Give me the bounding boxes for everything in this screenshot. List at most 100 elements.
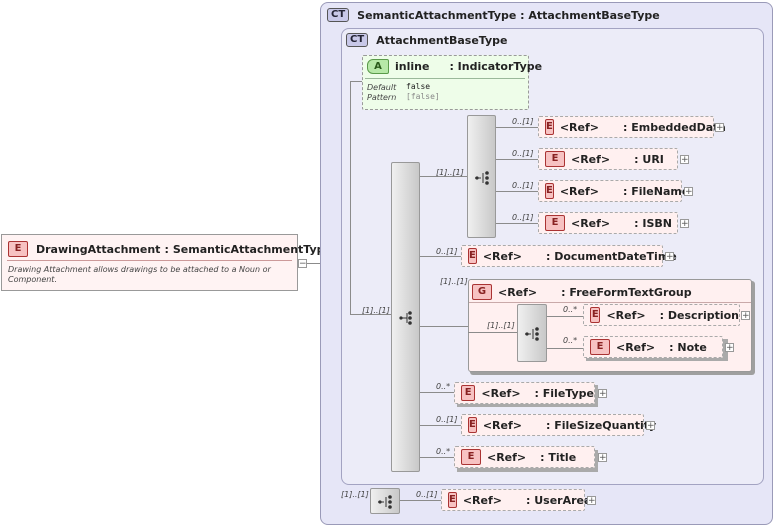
connector-line xyxy=(496,191,538,192)
element-badge: E xyxy=(468,417,477,433)
element-name: : Title xyxy=(540,450,577,464)
group-badge: G xyxy=(472,284,492,300)
element-badge: E xyxy=(590,307,601,323)
element-description[interactable]: E <Ref> : Description xyxy=(583,304,740,326)
expand-toggle[interactable]: + xyxy=(725,343,734,353)
connector-line xyxy=(496,127,538,128)
choice-compositor[interactable] xyxy=(467,115,496,238)
cardinality-label: 0..[1] xyxy=(512,149,534,158)
attribute-box[interactable]: A inline : IndicatorType Default false P… xyxy=(362,55,542,110)
element-name: : FileName xyxy=(623,184,690,198)
attribute-badge: A xyxy=(367,59,389,74)
element-filesizequantity[interactable]: E <Ref> : FileSizeQuantity xyxy=(461,414,656,436)
choice-icon xyxy=(475,171,489,185)
element-userarea[interactable]: E <Ref> : UserArea xyxy=(441,489,591,511)
element-badge: E xyxy=(461,385,476,401)
element-title[interactable]: E <Ref> : Title xyxy=(454,446,595,468)
element-badge: E xyxy=(545,119,554,135)
group-name: : FreeFormTextGroup xyxy=(561,285,692,299)
element-embeddeddata[interactable]: E <Ref> : EmbeddedData xyxy=(538,116,726,138)
expand-toggle[interactable]: + xyxy=(715,123,724,133)
attribute-default-label: Default xyxy=(367,83,397,92)
expand-toggle[interactable]: + xyxy=(598,453,607,463)
element-name: : FileSizeQuantity xyxy=(546,418,657,432)
element-badge: E xyxy=(545,215,565,231)
connector-line xyxy=(496,223,538,224)
expand-toggle[interactable]: + xyxy=(598,389,607,399)
cardinality-label: [1]..[1] xyxy=(436,168,464,177)
outer-sequence-compositor[interactable] xyxy=(370,488,400,514)
cardinality-label: 0..* xyxy=(563,305,578,314)
ref-label: <Ref> xyxy=(616,340,656,354)
connector-line xyxy=(420,326,468,327)
outer-type-title: SemanticAttachmentType : AttachmentBaseT… xyxy=(357,8,660,22)
element-name: : Note xyxy=(669,340,707,354)
ref-label: <Ref> xyxy=(462,493,502,507)
connector-line xyxy=(350,81,362,82)
ref-label: <Ref> xyxy=(606,308,646,322)
collapse-toggle[interactable]: − xyxy=(298,259,307,269)
ref-label: <Ref> xyxy=(481,386,521,400)
ref-label: <Ref> xyxy=(482,418,522,432)
complex-type-badge: CT xyxy=(327,8,350,22)
attribute-default-value: false xyxy=(406,82,431,91)
inner-type-title: AttachmentBaseType xyxy=(376,33,508,47)
expand-toggle[interactable]: + xyxy=(741,311,750,321)
element-badge: E xyxy=(545,151,565,167)
ref-label: <Ref> xyxy=(571,152,611,166)
connector-line xyxy=(420,457,454,458)
element-badge: E xyxy=(448,492,457,508)
cardinality-label: 0..[1] xyxy=(512,213,534,222)
root-element-type: SemanticAttachmentType xyxy=(172,242,333,256)
cardinality-label: 0..[1] xyxy=(512,117,534,126)
attribute-type: : IndicatorType xyxy=(449,60,543,73)
cardinality-label: 0..[1] xyxy=(436,247,458,256)
cardinality-label: [1]..[1] xyxy=(440,277,468,286)
expand-toggle[interactable]: + xyxy=(665,252,674,262)
element-documentdatetime[interactable]: E <Ref> : DocumentDateTime xyxy=(461,245,677,267)
expand-toggle[interactable]: + xyxy=(684,187,693,197)
cardinality-label: [1]..[1] xyxy=(362,306,390,315)
cardinality-label: 0..* xyxy=(563,336,578,345)
element-uri[interactable]: E <Ref> : URI xyxy=(538,148,678,170)
attribute-pattern-label: Pattern xyxy=(367,93,397,102)
connector-line xyxy=(350,81,351,314)
element-filetype[interactable]: E <Ref> : FileType xyxy=(454,382,595,404)
attribute-pattern-value: [false] xyxy=(406,92,440,101)
cardinality-label: 0..* xyxy=(436,382,451,391)
cardinality-label: [1]..[1] xyxy=(341,490,369,499)
cardinality-label: 0..[1] xyxy=(512,181,534,190)
element-name: : DocumentDateTime xyxy=(546,249,677,263)
expand-toggle[interactable]: + xyxy=(680,219,689,229)
complex-type-badge: CT xyxy=(346,33,369,47)
element-name: : URI xyxy=(634,152,664,166)
element-badge: E xyxy=(461,449,481,465)
sequence-compositor[interactable] xyxy=(391,162,420,472)
cardinality-label: 0..[1] xyxy=(416,490,438,499)
element-badge: E xyxy=(8,241,28,257)
cardinality-label: [1]..[1] xyxy=(487,321,515,330)
group-sequence-compositor[interactable] xyxy=(517,304,547,362)
expand-toggle[interactable]: + xyxy=(646,421,655,431)
cardinality-label: 0..* xyxy=(436,447,451,456)
element-badge: E xyxy=(468,248,477,264)
connector-line xyxy=(468,332,517,333)
ref-label: <Ref> xyxy=(482,249,522,263)
expand-toggle[interactable]: + xyxy=(680,155,689,165)
element-isbn[interactable]: E <Ref> : ISBN xyxy=(538,212,678,234)
connector-line xyxy=(298,263,321,264)
expand-toggle[interactable]: + xyxy=(587,496,596,506)
connector-line xyxy=(547,348,583,349)
element-note[interactable]: E <Ref> : Note xyxy=(583,336,723,358)
element-name: : FileType xyxy=(534,386,594,400)
root-element-name: DrawingAttachment xyxy=(36,242,161,256)
connector-line xyxy=(400,500,441,501)
element-name: : UserArea xyxy=(526,493,592,507)
connector-line xyxy=(420,425,461,426)
sequence-icon xyxy=(525,327,539,341)
root-element-box[interactable]: E DrawingAttachment : SemanticAttachment… xyxy=(1,234,332,291)
connector-line xyxy=(420,176,467,177)
connector-line xyxy=(547,316,583,317)
element-filename[interactable]: E <Ref> : FileName xyxy=(538,180,689,202)
ref-label: <Ref> xyxy=(571,216,611,230)
